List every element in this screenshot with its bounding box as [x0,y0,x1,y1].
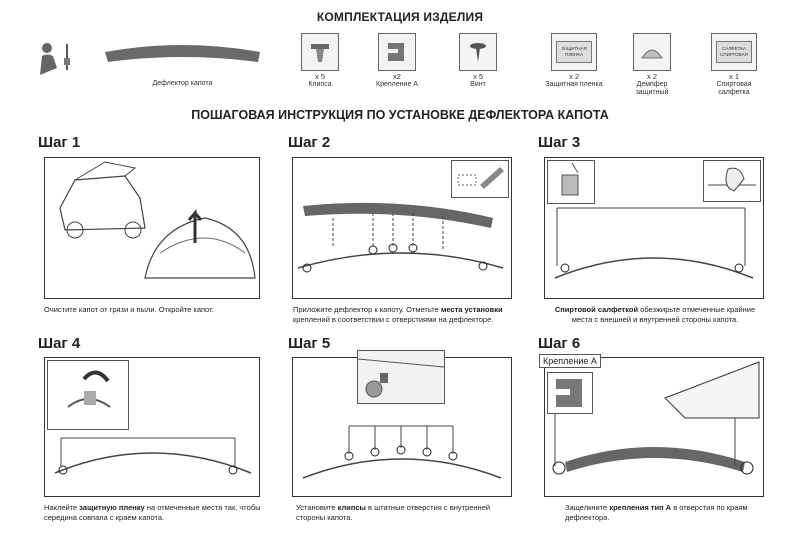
mount-a-icon [378,33,416,71]
kit-item-screw: x 5 Винт [453,33,503,89]
protective-film-illustration [54,437,252,475]
car-open-hood-illustration [59,161,256,279]
film-icon: ЗАЩИТНАЯ ПЛЕНКА [551,33,597,71]
curved-arrow-icon [67,370,111,408]
kit-item-clip: x 5 Клипса [295,33,345,89]
step-4-title: Шаг 4 [38,335,81,352]
step-5-title: Шаг 5 [288,335,331,352]
step-3-panel [544,157,764,299]
arrow-up-icon [187,208,203,243]
deflector-marking-illustration [297,202,504,273]
kit-item-film: ЗАЩИТНАЯ ПЛЕНКА x 2 Защитная пленка [543,33,605,89]
mechanic-figure [37,40,77,76]
kit-item-mount-a: x2 Крепление А [370,33,424,89]
step-2-panel [292,157,512,299]
step-5-caption: Установите клипсы в штатные отверстия с … [296,503,491,522]
hood-edge-inset [357,350,445,404]
wipe-packet-icon [561,162,579,196]
wiping-hand-inset [703,160,761,202]
step-4-panel [44,357,260,497]
mount-a-install-illustration [552,361,760,475]
clip-install-illustration [302,425,502,479]
kit-item-damper: x 2 Демпфер защитный [622,33,682,97]
film-apply-inset [47,360,129,430]
wipe-hood-illustration [554,207,754,279]
instruction-title: ПОШАГОВАЯ ИНСТРУКЦИЯ ПО УСТАНОВКЕ ДЕФЛЕК… [191,108,609,122]
step-4-caption: Наклейте защитную пленку на отмеченные м… [44,503,261,522]
step-1-caption: Очистите капот от грязи и пыли. Откройте… [44,305,214,314]
pencil-icon [457,167,504,189]
kit-title: КОМПЛЕКТАЦИЯ ИЗДЕЛИЯ [316,10,484,24]
step-6-title: Шаг 6 [538,335,581,352]
kit-item-wipe: САЛФЕТКА СПИРТОВАЯ x 1 Спиртовая салфетк… [703,33,765,97]
deflector-image [105,45,260,62]
step-5-panel [292,350,512,497]
clip-icon [301,33,339,71]
step-2-title: Шаг 2 [288,134,331,151]
screw-icon [459,33,497,71]
wipe-packet-inset [547,160,595,204]
wipe-icon: САЛФЕТКА СПИРТОВАЯ [711,33,757,71]
clip-screw-icon [358,358,444,398]
step-3-title: Шаг 3 [538,134,581,151]
deflector-label: Дефлектор капота [152,80,213,87]
step-6-caption: Защелкните крепления тип А в отверстия п… [565,503,748,522]
step-1-title: Шаг 1 [38,134,81,151]
mount-a-icon [556,379,582,407]
step-6-panel: Крепление А [539,354,764,497]
step-1-panel [44,157,260,299]
pencil-inset [451,160,509,198]
hand-icon [708,167,756,192]
mount-a-label: Крепление А [539,354,601,368]
step-2-caption: Приложите дефлектор к капоту. Отметьте м… [293,305,503,324]
kit-deflector: Дефлектор капота [100,38,265,88]
step-3-caption: Спиртовой салфеткой обезжирьте отмеченны… [554,305,756,324]
mount-a-inset [547,372,593,414]
damper-icon [633,33,671,71]
